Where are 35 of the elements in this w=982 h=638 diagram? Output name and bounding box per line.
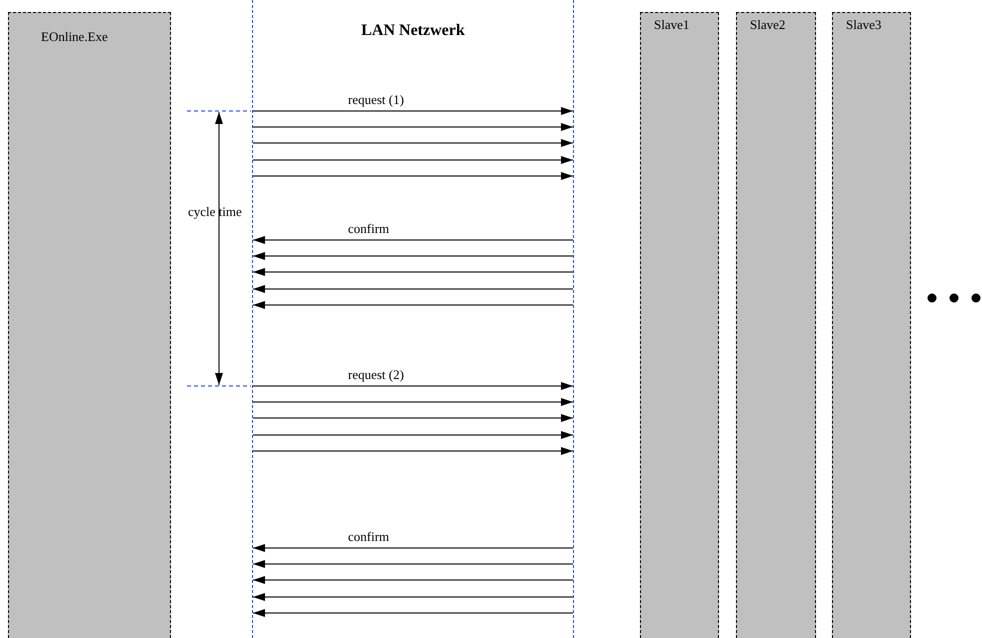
- message-arrow: [252, 382, 574, 390]
- network-band: [252, 0, 574, 638]
- edge-label: confirm: [348, 529, 390, 545]
- message-arrow: [252, 107, 574, 115]
- edge-label: confirm: [348, 221, 390, 237]
- edge-label: request (2): [348, 367, 404, 383]
- message-arrow: [252, 398, 574, 406]
- message-arrow: [252, 236, 574, 244]
- message-arrow: [252, 576, 574, 584]
- message-arrow: [252, 560, 574, 568]
- message-arrow: [252, 544, 574, 552]
- message-arrow: [252, 593, 574, 601]
- message-arrow: [252, 414, 574, 422]
- message-arrow: [252, 156, 574, 164]
- band-title: LAN Netzwerk: [360, 22, 466, 40]
- dimension-label: cycle time: [188, 204, 242, 220]
- message-arrow: [252, 252, 574, 260]
- process-column: [8, 12, 171, 638]
- slave-column: [832, 12, 911, 638]
- edge-label: request (1): [348, 92, 404, 108]
- message-arrow: [252, 431, 574, 439]
- message-arrow: [252, 139, 574, 147]
- message-arrow: [252, 301, 574, 309]
- column-title: EOnline.Exe: [41, 29, 108, 45]
- message-arrow: [252, 172, 574, 180]
- column-title: Slave1: [654, 17, 690, 33]
- message-arrow: [252, 123, 574, 131]
- message-arrow: [252, 609, 574, 617]
- message-arrow: [252, 285, 574, 293]
- column-title: Slave3: [846, 17, 882, 33]
- message-arrow: [252, 447, 574, 455]
- slave-column: [640, 12, 719, 638]
- column-title: Slave2: [750, 17, 786, 33]
- slave-column: [736, 12, 816, 638]
- message-arrow: [252, 268, 574, 276]
